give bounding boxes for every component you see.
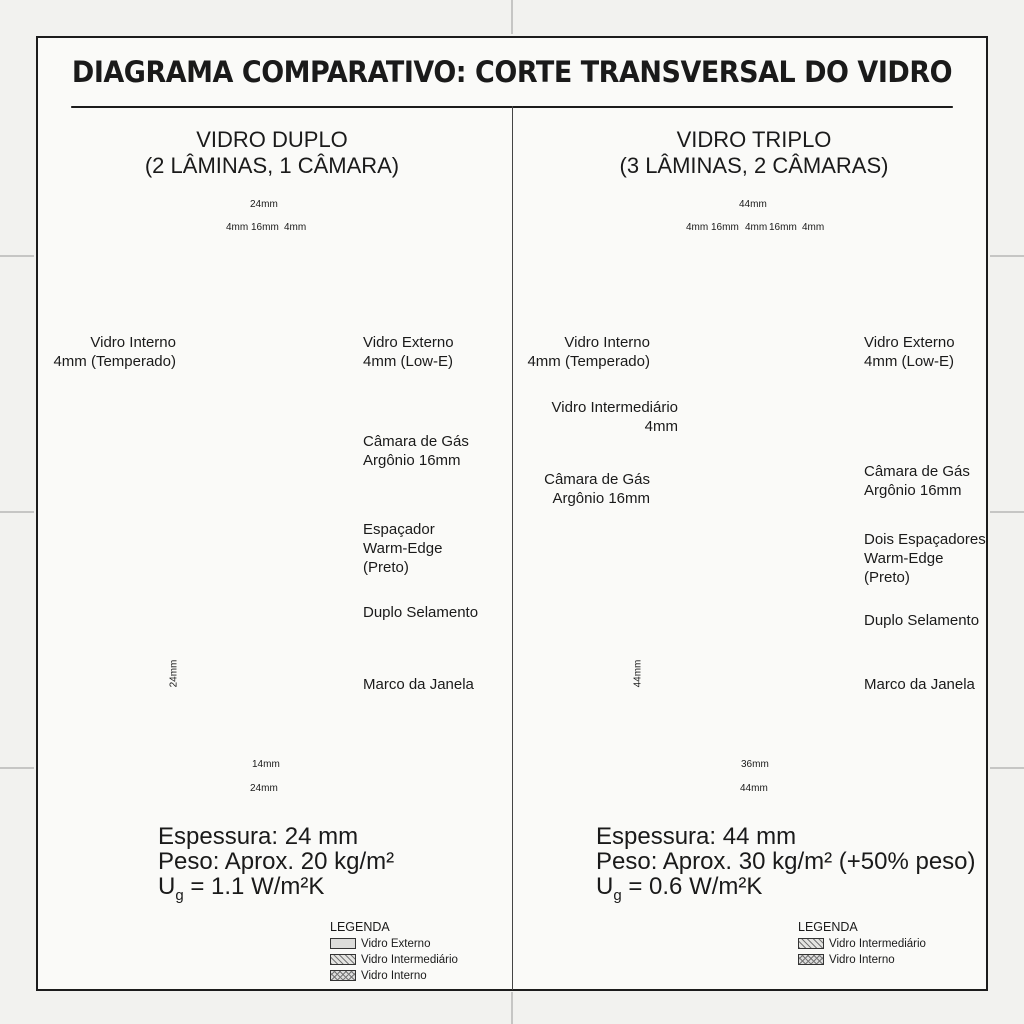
double-panel-title: VIDRO DUPLO (2 LÂMINAS, 1 CÂMARA) xyxy=(92,127,452,179)
legend-swatch-solid xyxy=(330,938,356,950)
double-u-value: Ug = 1.1 W/m²K xyxy=(158,873,325,904)
double-legend: LEGENDA Vidro Externo Vidro Intermediári… xyxy=(330,919,458,984)
triple-label-inner-glass: Vidro Interno 4mm (Temperado) xyxy=(527,334,650,370)
triple-dim-b: 16mm xyxy=(711,222,739,233)
triple-legend-title: LEGENDA xyxy=(798,920,858,934)
double-legend-item: Vidro Externo xyxy=(330,936,458,952)
triple-stats: Espessura: 44 mm Peso: Aprox. 30 kg/m² (… xyxy=(596,824,976,908)
legend-swatch-crosshatch xyxy=(330,970,356,982)
triple-dim-d: 16mm xyxy=(769,222,797,233)
double-dim-total: 24mm xyxy=(250,199,278,210)
double-stats: Espessura: 24 mm Peso: Aprox. 20 kg/m² U… xyxy=(158,824,394,908)
double-dim-a: 4mm xyxy=(226,222,249,233)
triple-dim-a: 4mm xyxy=(686,222,709,233)
double-thickness: Espessura: 24 mm xyxy=(158,823,359,850)
triple-label-gas-left: Câmara de Gás Argônio 16mm xyxy=(544,471,650,507)
double-label-inner-glass: Vidro Interno 4mm (Temperado) xyxy=(53,334,176,370)
double-legend-title: LEGENDA xyxy=(330,920,390,934)
page-title: DIAGRAMA COMPARATIVO: CORTE TRANSVERSAL … xyxy=(71,38,953,108)
double-title-line1: VIDRO DUPLO xyxy=(196,127,348,152)
triple-weight: Peso: Aprox. 30 kg/m² (+50% peso) xyxy=(596,848,976,875)
triple-legend: LEGENDA Vidro Intermediário Vidro Intern… xyxy=(798,919,926,968)
double-dim-frame-width: 24mm xyxy=(250,783,278,794)
triple-dim-frame-width: 44mm xyxy=(740,783,768,794)
triple-dim-frame-height: 44mm xyxy=(632,659,644,688)
double-legend-item: Vidro Intermediário xyxy=(330,952,458,968)
triple-label-gas-right: Câmara de Gás Argônio 16mm xyxy=(864,463,970,499)
double-label-frame: Marco da Janela xyxy=(363,676,474,693)
double-label-spacer: Espaçador Warm-Edge (Preto) xyxy=(363,521,443,576)
double-dim-c: 4mm xyxy=(284,222,307,233)
triple-label-outer-glass: Vidro Externo 4mm (Low-E) xyxy=(864,334,955,370)
legend-swatch-hatch xyxy=(330,954,356,966)
double-label-gas: Câmara de Gás Argônio 16mm xyxy=(363,433,469,469)
triple-thickness: Espessura: 44 mm xyxy=(596,823,797,850)
triple-legend-item: Vidro Intermediário xyxy=(798,936,926,952)
triple-dim-c: 4mm xyxy=(745,222,768,233)
triple-label-frame: Marco da Janela xyxy=(864,676,975,693)
triple-dim-e: 4mm xyxy=(802,222,825,233)
double-dim-frame-inner: 14mm xyxy=(252,759,280,770)
triple-panel-title: VIDRO TRIPLO (3 LÂMINAS, 2 CÂMARAS) xyxy=(574,127,934,179)
panel-divider xyxy=(512,106,513,990)
triple-u-value: Ug = 0.6 W/m²K xyxy=(596,873,763,904)
triple-label-seal: Duplo Selamento xyxy=(864,612,980,629)
double-label-outer-glass: Vidro Externo 4mm (Low-E) xyxy=(363,334,454,370)
double-dim-b: 16mm xyxy=(251,222,279,233)
triple-title-line1: VIDRO TRIPLO xyxy=(676,127,832,152)
double-weight: Peso: Aprox. 20 kg/m² xyxy=(158,848,395,875)
triple-title-line2: (3 LÂMINAS, 2 CÂMARAS) xyxy=(619,153,889,178)
triple-label-middle-glass: Vidro Intermediário 4mm xyxy=(551,399,678,435)
triple-dim-total: 44mm xyxy=(739,199,767,210)
triple-label-spacers: Dois Espaçadores Warm-Edge (Preto) xyxy=(864,531,986,586)
legend-swatch-crosshatch xyxy=(798,954,824,966)
double-legend-item: Vidro Interno xyxy=(330,968,458,984)
triple-legend-item: Vidro Interno xyxy=(798,952,926,968)
double-title-line2: (2 LÂMINAS, 1 CÂMARA) xyxy=(144,153,400,178)
drawing-sheet: DIAGRAMA COMPARATIVO: CORTE TRANSVERSAL … xyxy=(36,36,988,991)
legend-swatch-hatch xyxy=(798,938,824,950)
double-dim-frame-height: 24mm xyxy=(168,659,180,688)
double-label-seal: Duplo Selamento xyxy=(363,604,479,621)
triple-dim-frame-inner: 36mm xyxy=(741,759,769,770)
